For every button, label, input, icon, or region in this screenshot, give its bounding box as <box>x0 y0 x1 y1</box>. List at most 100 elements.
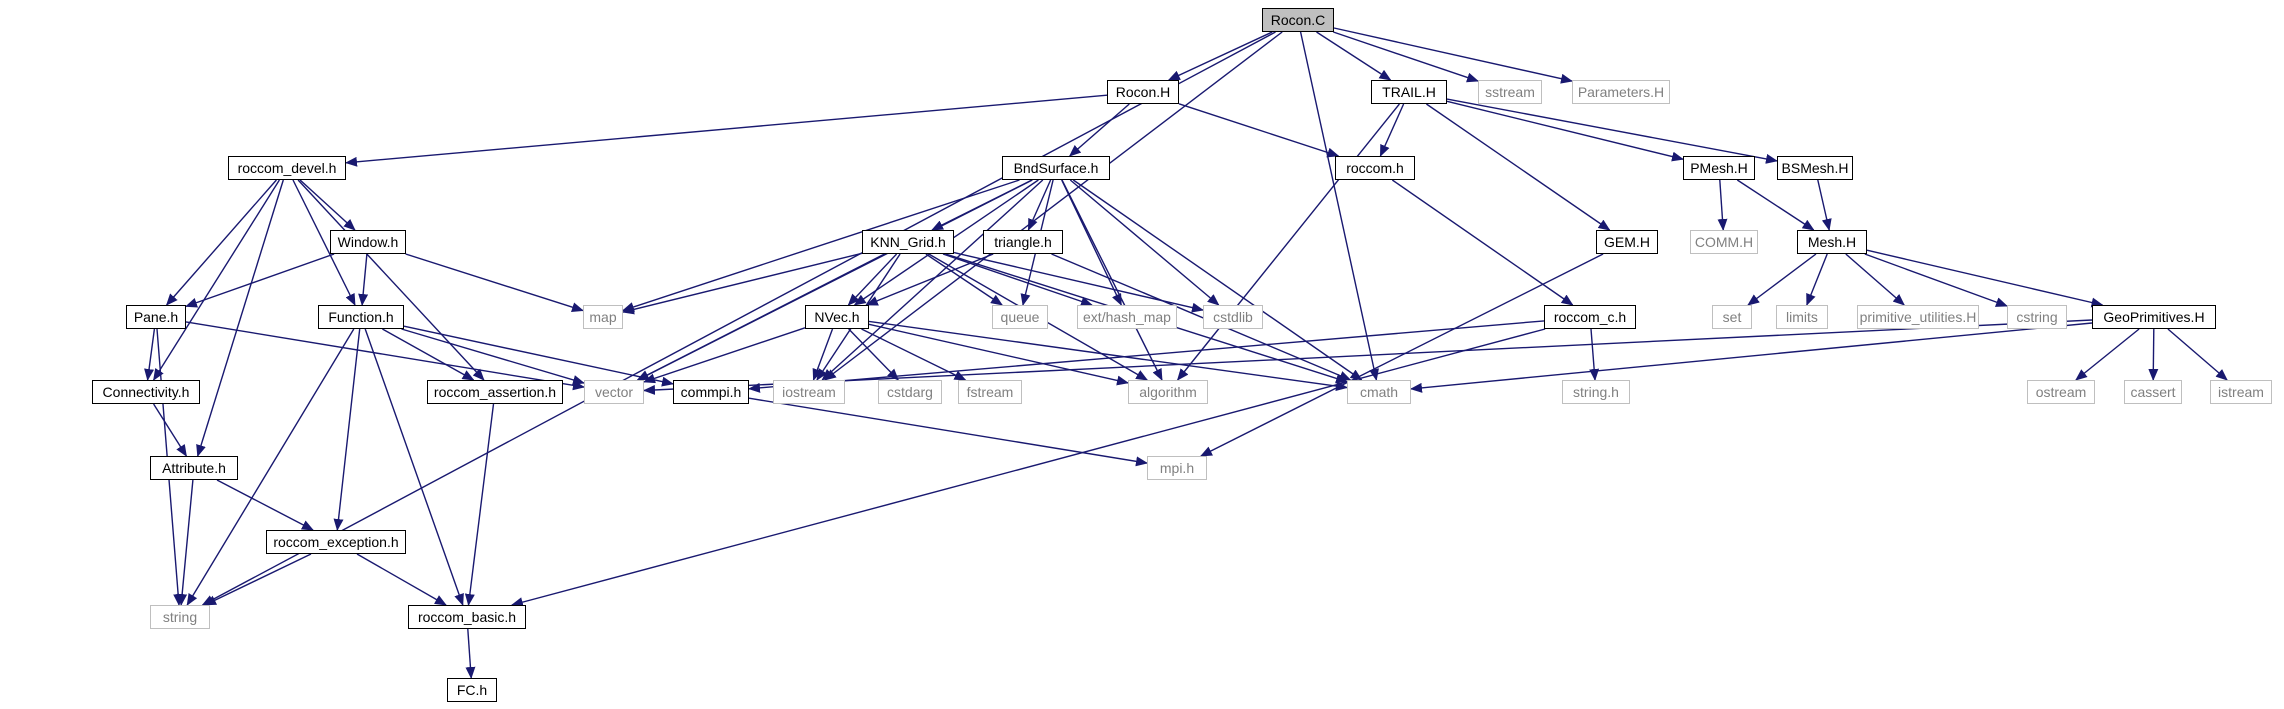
edge-functionh-to-string <box>186 328 355 606</box>
node-string[interactable]: string <box>150 605 210 629</box>
edge-roconc-to-sstream <box>1333 31 1479 83</box>
edge-roconh-to-bndsurface <box>1068 103 1130 157</box>
edge-roccom_ch-to-commpih <box>748 320 1545 393</box>
node-roconc[interactable]: Rocon.C <box>1262 8 1334 32</box>
edge-trailh-to-gemh <box>1426 103 1611 231</box>
edge-bndsurface-to-cmath <box>1072 179 1363 381</box>
node-knn-grid[interactable]: KNN_Grid.h <box>862 230 954 254</box>
edge-knn_grid-to-cstdlib <box>953 251 1204 313</box>
node-triangleh[interactable]: triangle.h <box>983 230 1063 254</box>
node-parametersh[interactable]: Parameters.H <box>1572 80 1670 104</box>
edge-geoprimitives-to-cmath <box>1410 322 2093 393</box>
node-paneh[interactable]: Pane.h <box>126 305 186 329</box>
edge-roconh-to-roccom_devel <box>345 94 1108 167</box>
node-map[interactable]: map <box>583 305 623 329</box>
edge-functionh-to-commpih <box>403 325 674 387</box>
node-queue[interactable]: queue <box>992 305 1048 329</box>
node-fstream[interactable]: fstream <box>958 380 1022 404</box>
node-bsmeshh[interactable]: BSMesh.H <box>1777 156 1853 180</box>
edge-pmeshh-to-commh <box>1717 179 1728 231</box>
node-algorithm[interactable]: algorithm <box>1128 380 1208 404</box>
edge-geoprimitives-to-vector <box>643 319 2093 395</box>
edge-gemh-to-mpih <box>1200 253 1604 457</box>
node-iostream[interactable]: iostream <box>773 380 845 404</box>
node-limits[interactable]: limits <box>1776 305 1828 329</box>
node-istream[interactable]: istream <box>2210 380 2272 404</box>
edge-roconc-to-roconh <box>1167 31 1273 81</box>
node-cstdarg[interactable]: cstdarg <box>878 380 942 404</box>
node-cmath[interactable]: cmath <box>1347 380 1411 404</box>
node-roccom-ch[interactable]: roccom_c.h <box>1544 305 1636 329</box>
node-roconh[interactable]: Rocon.H <box>1107 80 1179 104</box>
edge-roccom_devel-to-functionh <box>292 179 356 306</box>
node-fch[interactable]: FC.h <box>447 678 497 702</box>
node-connectivityh[interactable]: Connectivity.h <box>92 380 200 404</box>
edge-nvech-to-algorithm <box>868 323 1129 386</box>
node-roccomh[interactable]: roccom.h <box>1335 156 1415 180</box>
edge-roccom_assertion-to-roccom_basic <box>464 403 495 606</box>
edge-triangleh-to-nvech <box>865 253 994 306</box>
node-functionh[interactable]: Function.h <box>318 305 404 329</box>
edge-roccom_devel-to-roccom_assertion <box>297 179 485 381</box>
node-meshh[interactable]: Mesh.H <box>1797 230 1867 254</box>
edge-nvech-to-cstdarg <box>848 328 899 381</box>
edge-pmeshh-to-meshh <box>1736 179 1815 231</box>
edge-meshh-to-geoprimitives <box>1866 249 2104 308</box>
node-bndsurface[interactable]: BndSurface.h <box>1002 156 1110 180</box>
node-stringh[interactable]: string.h <box>1562 380 1630 404</box>
edge-roccom_exception-to-roccom_basic <box>356 553 447 606</box>
node-cstdlib[interactable]: cstdlib <box>1203 305 1263 329</box>
node-mpih[interactable]: mpi.h <box>1147 456 1207 480</box>
edge-roconc-to-string <box>201 31 1276 606</box>
edge-connectivityh-to-attributeh <box>153 403 187 457</box>
node-commpih[interactable]: commpi.h <box>673 380 749 404</box>
edge-attributeh-to-roccom_exception <box>216 479 314 531</box>
edge-knn_grid-to-queue <box>925 253 1003 306</box>
edge-roccom_devel-to-paneh <box>165 179 277 306</box>
node-pmeshh[interactable]: PMesh.H <box>1683 156 1755 180</box>
node-nvech[interactable]: NVec.h <box>805 305 869 329</box>
edge-windowh-to-functionh <box>358 253 369 306</box>
node-ext-hash-map[interactable]: ext/hash_map <box>1077 305 1177 329</box>
edge-roccom_devel-to-attributeh <box>196 179 284 457</box>
edge-bndsurface-to-iostream <box>821 179 1044 381</box>
edge-bndsurface-to-map <box>622 179 1020 312</box>
edge-knn_grid-to-vector <box>636 253 885 381</box>
node-attributeh[interactable]: Attribute.h <box>150 456 238 480</box>
edge-paneh-to-vector <box>185 321 585 391</box>
edge-trailh-to-pmeshh <box>1446 100 1684 162</box>
node-ostream[interactable]: ostream <box>2027 380 2095 404</box>
edge-commpih-to-mpih <box>748 397 1148 467</box>
edge-nvech-to-iostream <box>812 328 834 381</box>
edge-geoprimitives-to-istream <box>2167 328 2228 381</box>
edge-windowh-to-map <box>405 253 584 313</box>
edge-meshh-to-limits <box>1806 253 1828 306</box>
node-roccom-assertion[interactable]: roccom_assertion.h <box>427 380 563 404</box>
node-cassert[interactable]: cassert <box>2124 380 2182 404</box>
node-windowh[interactable]: Window.h <box>330 230 406 254</box>
node-gemh[interactable]: GEM.H <box>1596 230 1658 254</box>
edge-bsmeshh-to-meshh <box>1817 179 1832 231</box>
node-commh[interactable]: COMM.H <box>1690 230 1758 254</box>
node-trailh[interactable]: TRAIL.H <box>1371 80 1447 104</box>
node-roccom-exception[interactable]: roccom_exception.h <box>266 530 406 554</box>
node-set[interactable]: set <box>1712 305 1752 329</box>
edge-nvech-to-fstream <box>861 328 967 381</box>
edge-meshh-to-set <box>1747 253 1817 306</box>
edge-paneh-to-connectivityh <box>144 328 156 381</box>
node-cstring[interactable]: cstring <box>2007 305 2067 329</box>
edge-windowh-to-paneh <box>185 253 335 308</box>
node-roccom-basic[interactable]: roccom_basic.h <box>408 605 526 629</box>
node-sstream[interactable]: sstream <box>1478 80 1542 104</box>
node-roccom-devel[interactable]: roccom_devel.h <box>228 156 346 180</box>
edge-functionh-to-roccom_basic <box>364 328 464 606</box>
edge-roccom_exception-to-string <box>204 553 312 606</box>
node-geoprimitives[interactable]: GeoPrimitives.H <box>2092 305 2216 329</box>
node-primitive-utilities[interactable]: primitive_utilities.H <box>1857 305 1979 329</box>
edge-nvech-to-vector <box>643 327 806 384</box>
node-vector[interactable]: vector <box>584 380 644 404</box>
edge-geoprimitives-to-ostream <box>2075 328 2140 381</box>
edge-roconc-to-parametersh <box>1333 27 1573 84</box>
edge-roccom_basic-to-fch <box>465 628 476 679</box>
